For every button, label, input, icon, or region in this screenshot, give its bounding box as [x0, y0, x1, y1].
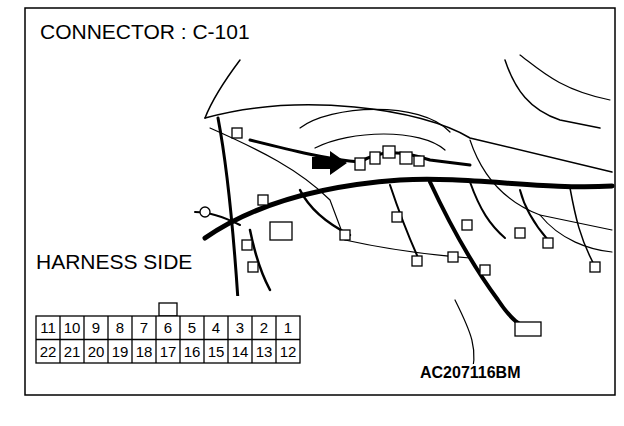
pin-number: 9: [84, 316, 108, 339]
pin-number: 12: [276, 340, 300, 363]
pin-number: 20: [84, 340, 108, 363]
pin-number: 13: [252, 340, 276, 363]
figure-code: AC207116BM: [418, 364, 523, 382]
pin-number: 21: [60, 340, 84, 363]
pin-number: 18: [132, 340, 156, 363]
pin-number: 4: [204, 316, 228, 339]
pin-number: 2: [252, 316, 276, 339]
pin-number: 17: [156, 340, 180, 363]
pin-number: 10: [60, 316, 84, 339]
frame: [25, 8, 615, 395]
connector-face: [30, 296, 306, 370]
pin-number: 11: [36, 316, 60, 339]
pin-number: 3: [228, 316, 252, 339]
pin-number: 5: [180, 316, 204, 339]
connector-title: CONNECTOR : C-101: [38, 20, 252, 44]
pin-number: 19: [108, 340, 132, 363]
locator-arrow: [312, 151, 347, 175]
pin-number: 6: [156, 316, 180, 339]
pin-number: 22: [36, 340, 60, 363]
pin-number: 15: [204, 340, 228, 363]
pin-number: 1: [276, 316, 300, 339]
pin-number: 7: [132, 316, 156, 339]
pin-number: 16: [180, 340, 204, 363]
view-label: HARNESS SIDE: [34, 250, 194, 274]
pin-number: 14: [228, 340, 252, 363]
dashboard-outline: [205, 55, 612, 380]
pin-number: 8: [108, 316, 132, 339]
